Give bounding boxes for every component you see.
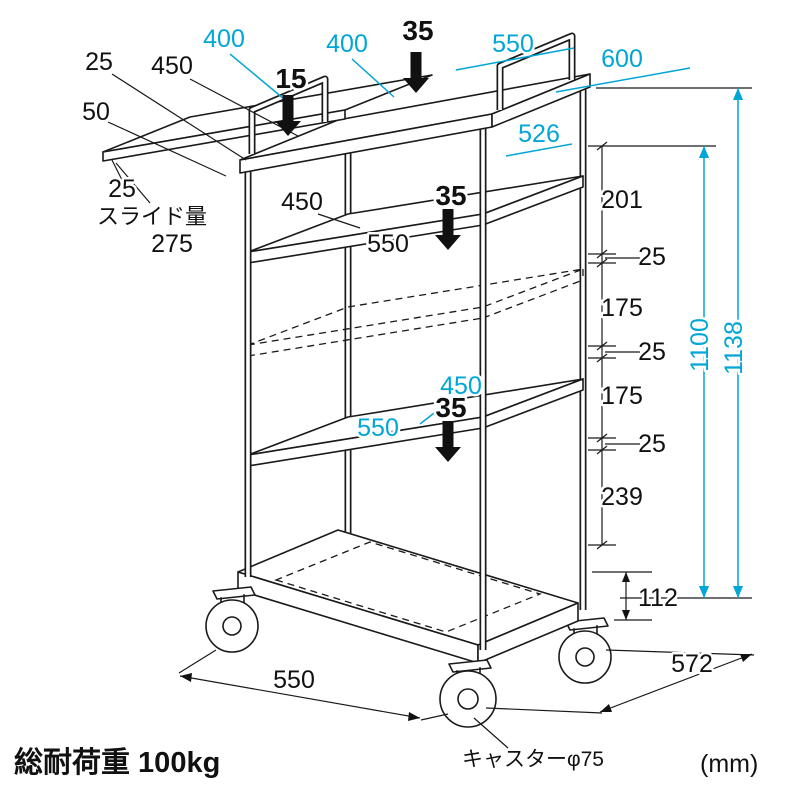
load-capacity-note: 総耐荷重 100kg <box>14 746 220 779</box>
dim-mid-shelf-width: 550 <box>367 230 409 258</box>
dim-mid-shelf-depth: 450 <box>281 188 323 216</box>
dim-chain-201: 201 <box>601 186 643 214</box>
dim-chain-175b: 175 <box>601 382 643 410</box>
dim-chain-25b: 25 <box>638 338 666 366</box>
overall-height-dimensions <box>596 87 752 599</box>
caster-front-left <box>205 586 259 653</box>
dim-width-550-top: 550 <box>492 30 534 58</box>
caster-front-right <box>439 659 497 728</box>
slide-amount-value: 275 <box>151 230 193 258</box>
top-cyan-dimensions <box>229 47 691 425</box>
dim-chain-25c: 25 <box>638 430 666 458</box>
base-depth-dimension <box>485 649 755 714</box>
handles <box>248 32 576 154</box>
dim-depth-400-a: 400 <box>203 25 245 53</box>
dim-low-shelf-width: 550 <box>357 414 399 442</box>
dim-width-526: 526 <box>518 120 560 148</box>
slide-note-label: スライド量 <box>97 204 207 229</box>
dim-arrow-mid-35: 35 <box>435 180 466 211</box>
dim-height-1100: 1100 <box>686 318 714 372</box>
dim-top-left-450: 450 <box>151 52 193 80</box>
bottom-frame <box>237 529 579 664</box>
dim-chain-175a: 175 <box>601 294 643 322</box>
dim-base-height-112: 112 <box>638 584 678 612</box>
back-legs <box>344 88 587 610</box>
base-height-dimension <box>592 571 652 621</box>
dim-gap-50: 50 <box>82 98 110 126</box>
lower-shelf <box>247 378 584 467</box>
middle-shelf <box>247 175 584 264</box>
dim-arrow-slide-15: 15 <box>275 63 306 94</box>
dim-depth-400-b: 400 <box>326 30 368 58</box>
labels: 25 450 50 25 スライド量 275 35 15 35 35 400 4… <box>12 13 761 782</box>
right-dimension-chain <box>588 141 716 550</box>
thickness-arrows <box>275 52 461 462</box>
caster-leader-line <box>473 717 509 749</box>
dim-top-plate-thickness: 25 <box>85 48 113 76</box>
dim-chain-25a: 25 <box>638 243 666 271</box>
dim-low-shelf-depth: 450 <box>440 372 482 400</box>
dim-height-1138: 1138 <box>720 321 748 375</box>
front-legs <box>244 124 487 650</box>
dim-chain-239: 239 <box>601 483 643 511</box>
dim-base-depth-572: 572 <box>671 650 713 678</box>
dim-width-600: 600 <box>601 45 643 73</box>
dim-base-width-550: 550 <box>273 666 315 694</box>
base-width-dimension <box>178 649 449 721</box>
caster-size-note: キャスターφ75 <box>462 748 604 771</box>
dim-slide-plate-thickness: 25 <box>108 175 136 203</box>
unit-note: (mm) <box>700 750 758 778</box>
dim-arrow-top-35: 35 <box>402 15 433 46</box>
dim-arrow-low-35: 35 <box>435 392 466 423</box>
